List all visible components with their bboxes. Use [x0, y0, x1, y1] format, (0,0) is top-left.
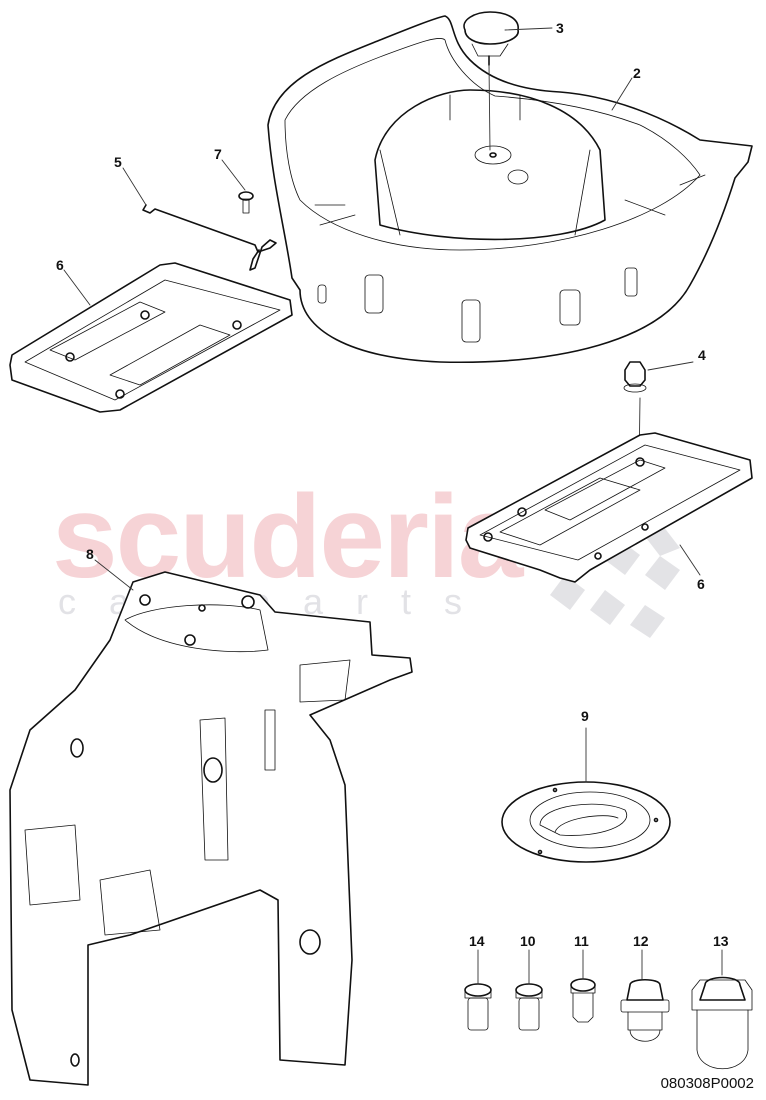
- part-9-grommet-plate: [501, 781, 671, 863]
- callout-10: 10: [520, 933, 536, 949]
- callout-6-left: 6: [56, 257, 64, 273]
- callout-3: 3: [556, 20, 564, 36]
- part-6-battery-tray-right: [465, 432, 753, 583]
- callout-13: 13: [713, 933, 729, 949]
- leader-6-left: [63, 269, 91, 306]
- callout-9: 9: [581, 708, 589, 724]
- callout-8: 8: [86, 546, 94, 562]
- part-11-plug: [570, 949, 596, 1023]
- part-8-wheel-housing: [9, 571, 413, 1086]
- part-13-plug-hex: [691, 949, 753, 1070]
- callout-12: 12: [633, 933, 649, 949]
- leader-7: [221, 159, 246, 191]
- leader-5: [122, 167, 147, 206]
- leader-3: [504, 27, 553, 31]
- callout-11: 11: [574, 933, 589, 949]
- callout-14: 14: [469, 933, 485, 949]
- part-2-wheel-well: [267, 15, 753, 364]
- leader-4: [647, 361, 694, 371]
- diagram-reference-number: 080308P0002: [660, 1075, 754, 1092]
- callout-6-right: 6: [697, 576, 705, 592]
- leader-8: [94, 559, 134, 591]
- leader-2: [611, 77, 633, 111]
- callout-4: 4: [698, 347, 706, 363]
- part-14-plug: [464, 949, 492, 1031]
- part-10-plug: [515, 949, 543, 1031]
- part-6-battery-tray-left: [9, 262, 293, 413]
- part-5-rod: [142, 204, 277, 271]
- part-12-plug-hex: [620, 949, 670, 1042]
- part-3-knob: [463, 11, 519, 151]
- part-7-screw: [238, 191, 254, 214]
- part-4-nut: [623, 361, 647, 471]
- leader-6-right: [679, 544, 701, 576]
- callout-2: 2: [633, 65, 641, 81]
- callout-5: 5: [114, 154, 122, 170]
- callout-7: 7: [214, 146, 222, 162]
- watermark-brand: scuderia: [52, 471, 523, 603]
